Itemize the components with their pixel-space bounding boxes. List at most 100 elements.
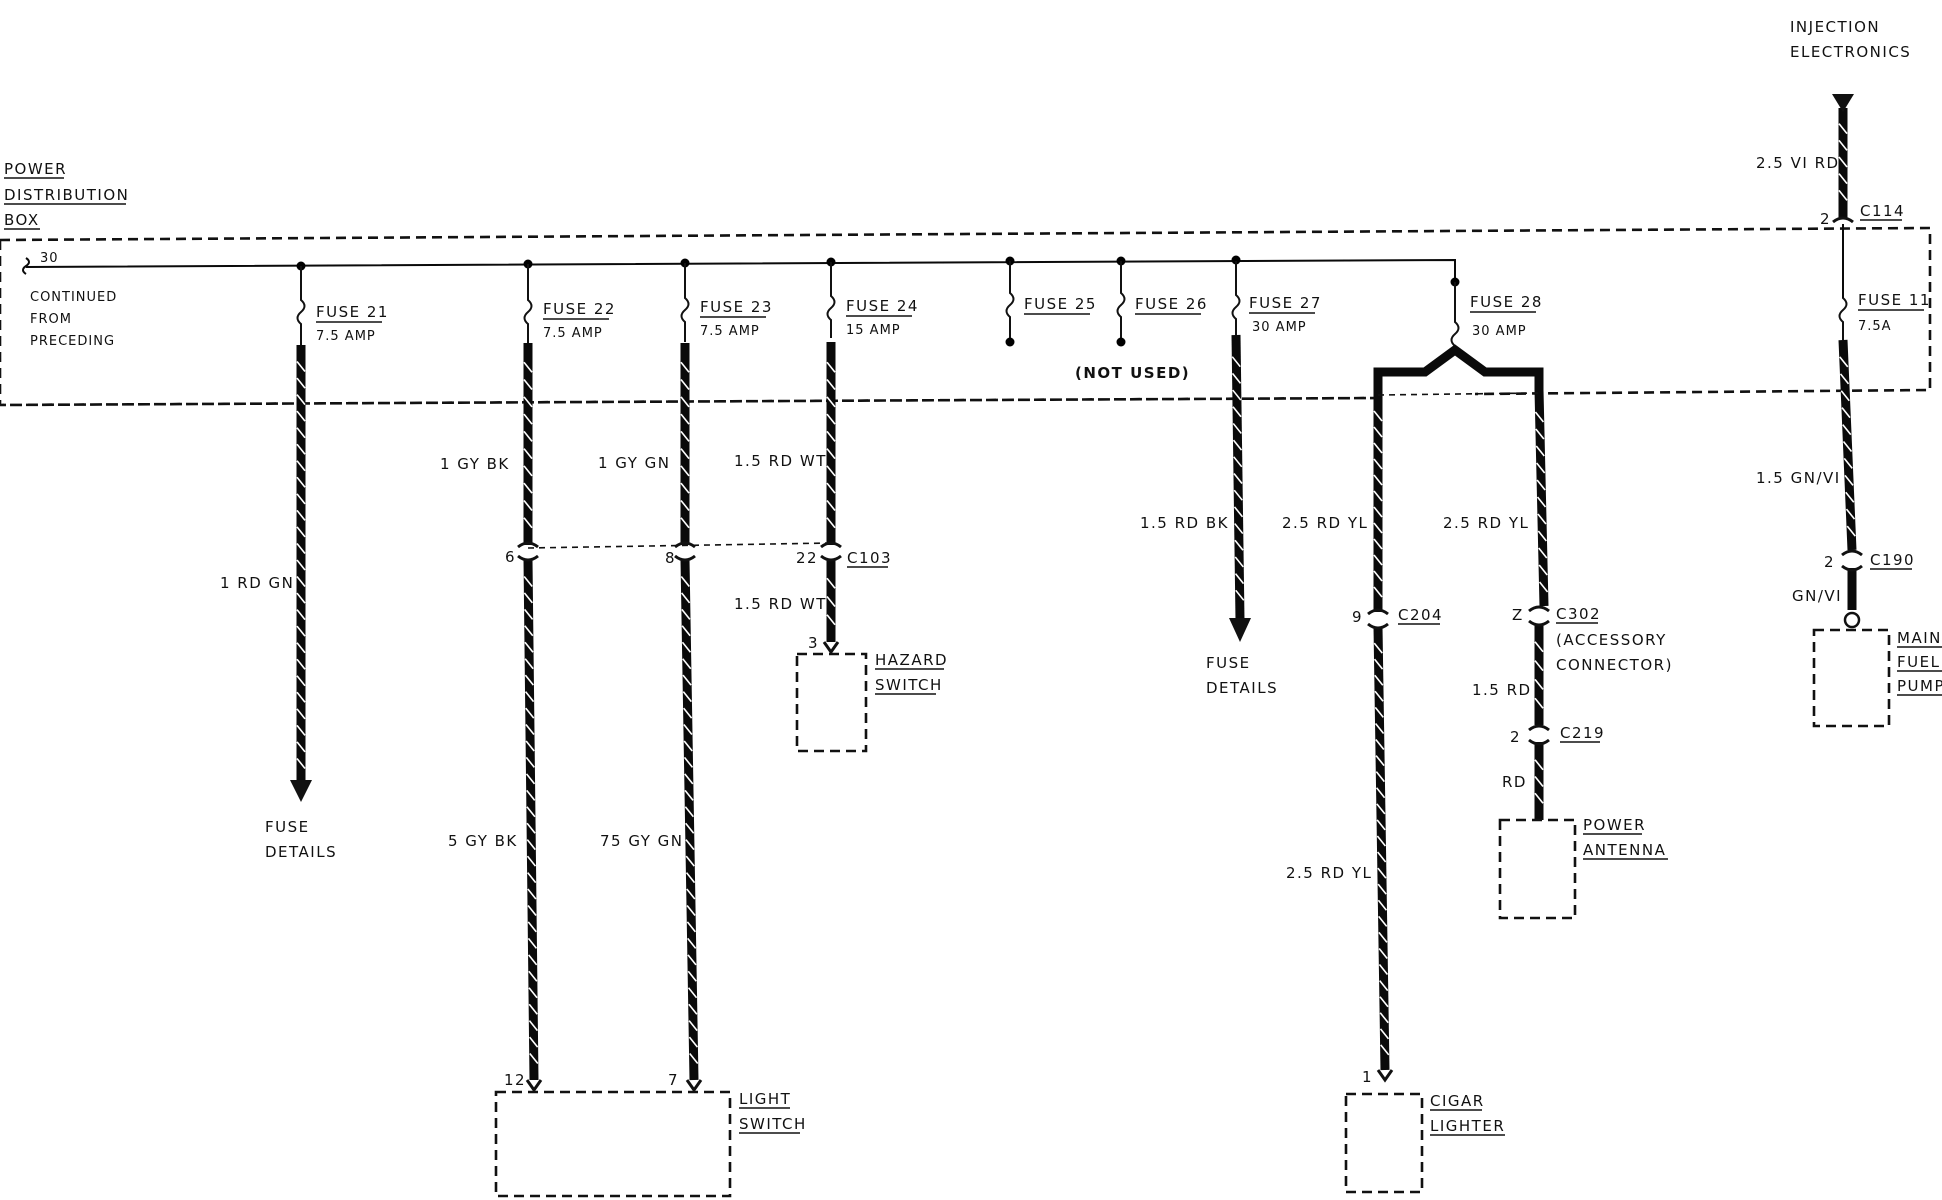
wire-hatch (524, 691, 535, 703)
wire-hatch (688, 1036, 699, 1048)
wire-hatch (826, 614, 836, 626)
fuse-21-rating: 7.5 AMP (316, 329, 376, 344)
hazard-pin: 3 (808, 634, 819, 652)
wire-hatch (688, 1020, 698, 1032)
wire-hatch (1537, 513, 1547, 525)
wire-hatch (1534, 678, 1544, 690)
wire-28-right-top-label: 2.5 RD YL (1443, 514, 1529, 532)
wire-hatch (296, 443, 306, 455)
wire-hatch (525, 707, 535, 719)
wire-hatch (1538, 547, 1548, 559)
wire-hatch (1378, 915, 1388, 927)
wire-hatch (1373, 554, 1383, 566)
hazard-switch: 3 HAZARD SWITCH (795, 634, 948, 753)
wire-hatch (1377, 899, 1388, 911)
wire-hatch (1374, 706, 1384, 718)
wire-hatch (526, 806, 536, 818)
wire-hatch (523, 448, 533, 460)
unused-fuse-nodes (1005, 337, 1126, 347)
wire-hatch (525, 756, 535, 768)
wire-hatch (680, 379, 690, 391)
wire-hatch (527, 921, 537, 933)
wire-hatch (1375, 771, 1385, 783)
wire-hatch (1377, 883, 1387, 895)
terminal-30: 30 CONTINUED FROM PRECEDING (22, 251, 116, 349)
c302-desc-1: (ACCESSORY (1556, 631, 1667, 649)
wire-hatch (1838, 173, 1848, 185)
wire-hatch (1379, 996, 1389, 1008)
wire-hatch (296, 609, 306, 621)
wire-hatch (528, 954, 538, 966)
wire-hatch (523, 396, 533, 408)
wire-hatch (523, 379, 533, 391)
wire-28-right-bottom-label: RD (1502, 773, 1527, 791)
fuse-23-rating: 7.5 AMP (700, 324, 760, 339)
wire-hatch (1534, 776, 1544, 787)
wire-hatch (296, 476, 306, 488)
wire-hatch (1375, 787, 1386, 799)
wire-hatch (526, 789, 536, 801)
wire-hatch (685, 822, 695, 834)
wire-hatch (680, 361, 690, 373)
wire-hatch (826, 396, 836, 408)
wire-22-bottom-label: 5 GY BK (448, 832, 518, 850)
wire-hatch (1232, 422, 1242, 434)
wire-hatch (1535, 445, 1545, 457)
wire-hatch (1377, 867, 1387, 879)
wire-hatch (683, 756, 694, 768)
wire-hatch (524, 658, 534, 670)
wire-hatch (296, 361, 306, 373)
fuse-details-27: FUSE DETAILS (1206, 618, 1277, 697)
wire-hatch (686, 921, 697, 933)
wire-hatch (1373, 522, 1383, 534)
wire-hatch (296, 658, 306, 670)
wire-hatch (296, 592, 306, 604)
wire-hatch (523, 361, 533, 373)
wire-hatch (527, 872, 537, 884)
wire-hatch (523, 413, 533, 425)
wire-hatch (826, 379, 836, 391)
wire-hatch (680, 430, 690, 442)
wire-hatch (681, 641, 692, 653)
wire-hatch (1534, 411, 1545, 423)
wire-hatch (296, 427, 306, 439)
wire-hatch (686, 904, 696, 916)
fuel-pump-line-3: PUMP (1897, 677, 1942, 695)
wire-hatch (296, 410, 306, 422)
wire-hatch (525, 724, 535, 736)
wire-28-left-bottom-label: 2.5 RD YL (1286, 864, 1372, 882)
wire-hatch (527, 904, 537, 916)
wire-hatch (1538, 581, 1549, 593)
box-title: POWER DISTRIBUTION BOX (4, 160, 128, 230)
fuse-11-rating: 7.5A (1858, 319, 1892, 334)
wire-hatch (1379, 1012, 1389, 1024)
wire-hatch (1233, 456, 1243, 468)
wire-hatch (296, 509, 306, 521)
wire-hatch (296, 708, 306, 720)
wire-21-label: 1 RD GN (220, 574, 294, 592)
wire-hatch (683, 740, 693, 752)
wire-hatch (296, 559, 306, 571)
main-fuel-pump: MAIN FUEL PUMP (1812, 611, 1942, 728)
wire-hatch (526, 855, 537, 867)
wire-hatch (296, 675, 306, 687)
wire-hatch (682, 658, 692, 670)
wire-hatch (1840, 390, 1850, 402)
wire-hatch (680, 575, 690, 587)
wire-hatch (1844, 474, 1854, 486)
wire-hatch (1376, 803, 1386, 815)
wire-hatch (1839, 356, 1849, 368)
c219-label: C219 (1560, 724, 1605, 742)
wire-hatch (680, 413, 690, 425)
wire-hatch (528, 1020, 539, 1032)
wire-labels: 1 RD GN 1 GY BK 5 GY BK 1 GY GN 75 GY GN… (220, 452, 1841, 882)
wire-hatch (525, 773, 536, 785)
wire-hatch (826, 482, 836, 494)
fuse-27-label: FUSE 27 (1249, 294, 1322, 312)
light-switch-pin-7: 7 (668, 1071, 679, 1089)
connector-symbols (517, 216, 1863, 746)
wire-hatch (296, 460, 306, 472)
c103-pin-22: 22 (796, 549, 818, 567)
injection-line-2: ELECTRONICS (1790, 43, 1911, 61)
hazard-line-1: HAZARD (875, 651, 948, 669)
